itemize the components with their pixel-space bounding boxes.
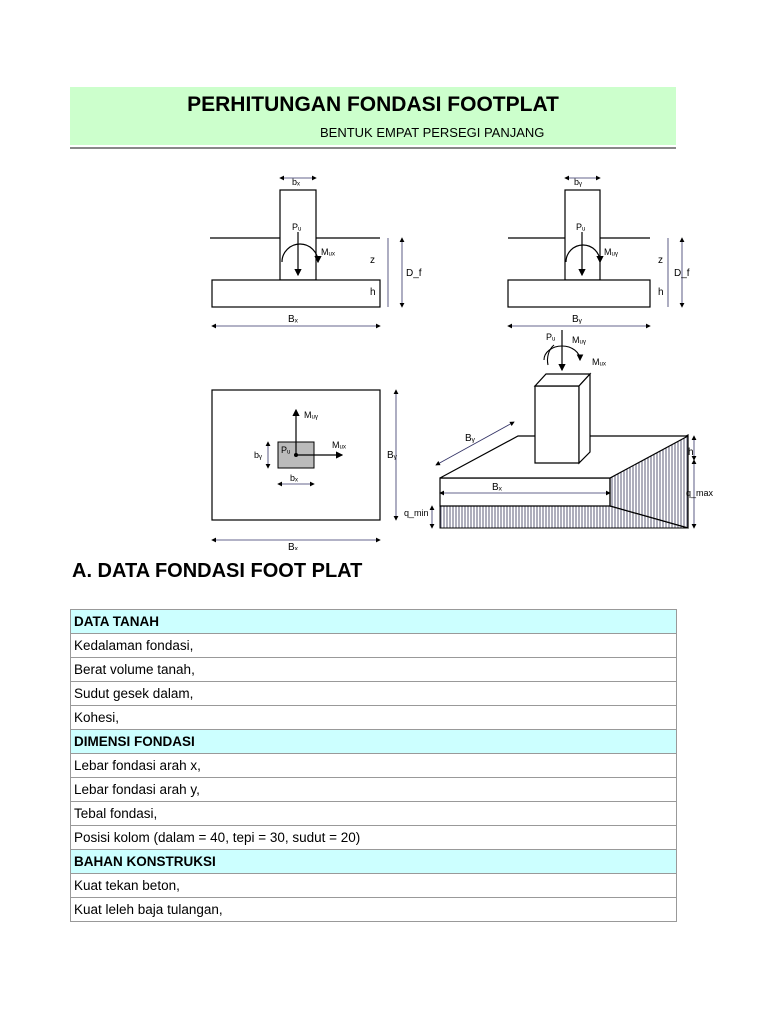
table-row: Lebar fondasi arah x,: [70, 753, 677, 778]
label-h-iso: h: [688, 447, 694, 458]
table-cell: Kuat tekan beton,: [70, 873, 677, 898]
table-cell: DATA TANAH: [70, 609, 677, 634]
label-qmax: q_max: [686, 488, 714, 498]
label-df-2: D_f: [674, 268, 690, 279]
label-Bx-plan: Bₓ: [288, 542, 299, 550]
label-mux: Mᵤₓ: [321, 247, 335, 257]
table-section-header: BAHAN KONSTRUKSI: [70, 849, 677, 874]
table-cell: Kohesi,: [70, 705, 677, 730]
table-cell: Lebar fondasi arah y,: [70, 777, 677, 802]
label-df: D_f: [406, 268, 422, 279]
table-row: Kuat tekan beton,: [70, 873, 677, 898]
header-band: PERHITUNGAN FONDASI FOOTPLAT BENTUK EMPA…: [70, 87, 676, 145]
footplat-diagram: bₓ Pᵤ Mᵤₓ z h D_f Bₓ bᵧ Pᵤ Mᵤᵧ z h D_f B…: [210, 175, 714, 550]
label-h: h: [370, 287, 376, 298]
label-muy-iso: Mᵤᵧ: [572, 335, 586, 345]
table-row: Lebar fondasi arah y,: [70, 777, 677, 802]
label-pu: Pᵤ: [292, 222, 302, 232]
table-row: Kohesi,: [70, 705, 677, 730]
label-By-iso: Bᵧ: [465, 433, 476, 444]
label-By: Bᵧ: [572, 314, 583, 325]
elevation-y: bᵧ Pᵤ Mᵤᵧ z h D_f Bᵧ: [507, 175, 690, 329]
label-bx-top: bₓ: [292, 177, 300, 187]
label-qmin: q_min: [404, 508, 429, 518]
label-z-2: z: [658, 255, 663, 266]
table-row: Kedalaman fondasi,: [70, 633, 677, 658]
table-row: Sudut gesek dalam,: [70, 681, 677, 706]
label-by-top: bᵧ: [574, 177, 582, 187]
label-muy: Mᵤᵧ: [604, 247, 618, 257]
label-muy-plan: Mᵤᵧ: [304, 410, 318, 420]
table-cell: BAHAN KONSTRUKSI: [70, 849, 677, 874]
table-row: Berat volume tanah,: [70, 657, 677, 682]
table-row: Kuat leleh baja tulangan,: [70, 897, 677, 922]
header-divider: [70, 147, 676, 149]
table-cell: Lebar fondasi arah x,: [70, 753, 677, 778]
label-Bx: Bₓ: [288, 314, 299, 325]
table-cell: Berat volume tanah,: [70, 657, 677, 682]
page-subtitle: BENTUK EMPAT PERSEGI PANJANG: [320, 125, 545, 140]
table-cell: Kedalaman fondasi,: [70, 633, 677, 658]
table-cell: Sudut gesek dalam,: [70, 681, 677, 706]
table-cell: Tebal fondasi,: [70, 801, 677, 826]
table-row: Tebal fondasi,: [70, 801, 677, 826]
table-cell: Kuat leleh baja tulangan,: [70, 897, 677, 922]
label-mux-plan: Mᵤₓ: [332, 440, 346, 450]
table-row: Posisi kolom (dalam = 40, tepi = 30, sud…: [70, 825, 677, 850]
label-z: z: [370, 255, 375, 266]
label-Bx-iso: Bₓ: [492, 482, 503, 493]
table-section-header: DATA TANAH: [70, 609, 677, 634]
isometric-view: Pᵤ Mᵤᵧ Mᵤₓ Bᵧ Bₓ h q_max q_min: [404, 330, 714, 529]
page-title: PERHITUNGAN FONDASI FOOTPLAT: [187, 93, 559, 116]
elevation-x: bₓ Pᵤ Mᵤₓ z h D_f Bₓ: [210, 175, 422, 329]
table-cell: DIMENSI FONDASI: [70, 729, 677, 754]
plan-view: Mᵤᵧ Mᵤₓ Pᵤ bᵧ bₓ Bᵧ Bₓ: [211, 389, 399, 550]
label-pu-iso: Pᵤ: [546, 332, 556, 342]
section-a-title: A. DATA FONDASI FOOT PLAT: [72, 560, 363, 582]
label-By-plan: Bᵧ: [387, 450, 398, 461]
label-h-2: h: [658, 287, 664, 298]
label-bx-plan: bₓ: [290, 473, 298, 483]
label-pu-plan: Pᵤ: [281, 445, 291, 455]
table-cell: Posisi kolom (dalam = 40, tepi = 30, sud…: [70, 825, 677, 850]
label-by-plan: bᵧ: [254, 450, 262, 460]
table-section-header: DIMENSI FONDASI: [70, 729, 677, 754]
label-mux-iso: Mᵤₓ: [592, 357, 606, 367]
label-pu-2: Pᵤ: [576, 222, 586, 232]
